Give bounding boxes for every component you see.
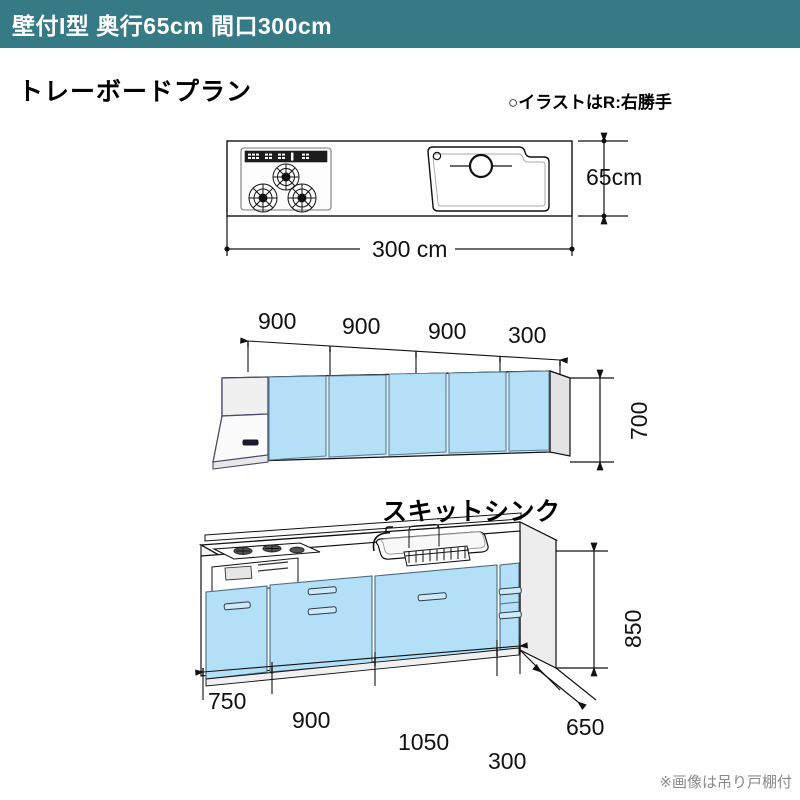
- dim-label-topview-depth: 65cm: [586, 164, 643, 190]
- burner-rear: [272, 163, 300, 191]
- dim-label-base-height: 850: [620, 609, 646, 648]
- range-hood: [212, 376, 269, 470]
- sink-callout-label: スキットシンク: [382, 498, 561, 526]
- dim-label-wall-seg-1: 900: [258, 308, 297, 334]
- base-cabinet-doors: [205, 562, 522, 680]
- wall-cabinet-drawing: [212, 337, 614, 471]
- header-bar: 壁付I型 奥行65cm 間口300cm: [0, 0, 800, 48]
- plan-title: トレーボードプラン: [18, 78, 253, 106]
- base-cabinet-drawing: [195, 512, 608, 710]
- dim-label-wall-seg-2: 900: [342, 313, 381, 339]
- cooktop-perspective: [211, 542, 321, 560]
- dim-label-wall-seg-4: 300: [508, 322, 547, 348]
- burner-left: [248, 183, 278, 213]
- dim-label-base-seg-4: 300: [488, 748, 527, 774]
- skit-sink-perspective: [372, 523, 489, 567]
- burner-right: [287, 183, 317, 213]
- dim-label-base-depth: 650: [566, 714, 605, 740]
- handedness-note: ○イラストはR:右勝手: [508, 93, 672, 112]
- page-title: 壁付I型 奥行65cm 間口300cm: [12, 13, 333, 39]
- dim-label-wall-seg-3: 900: [428, 318, 467, 344]
- dim-label-base-seg-1: 750: [208, 688, 247, 714]
- wall-cabinet-doors: [268, 370, 550, 461]
- footnote: ※画像は吊り戸棚付: [659, 774, 792, 791]
- dim-label-base-seg-2: 900: [292, 707, 331, 733]
- skit-sink-plan: [427, 146, 550, 212]
- grill-front-panel: [211, 557, 299, 595]
- dim-label-topview-width: 300 cm: [372, 236, 448, 262]
- dim-label-wall-height: 700: [626, 401, 652, 440]
- dim-label-base-seg-3: 1050: [398, 729, 450, 755]
